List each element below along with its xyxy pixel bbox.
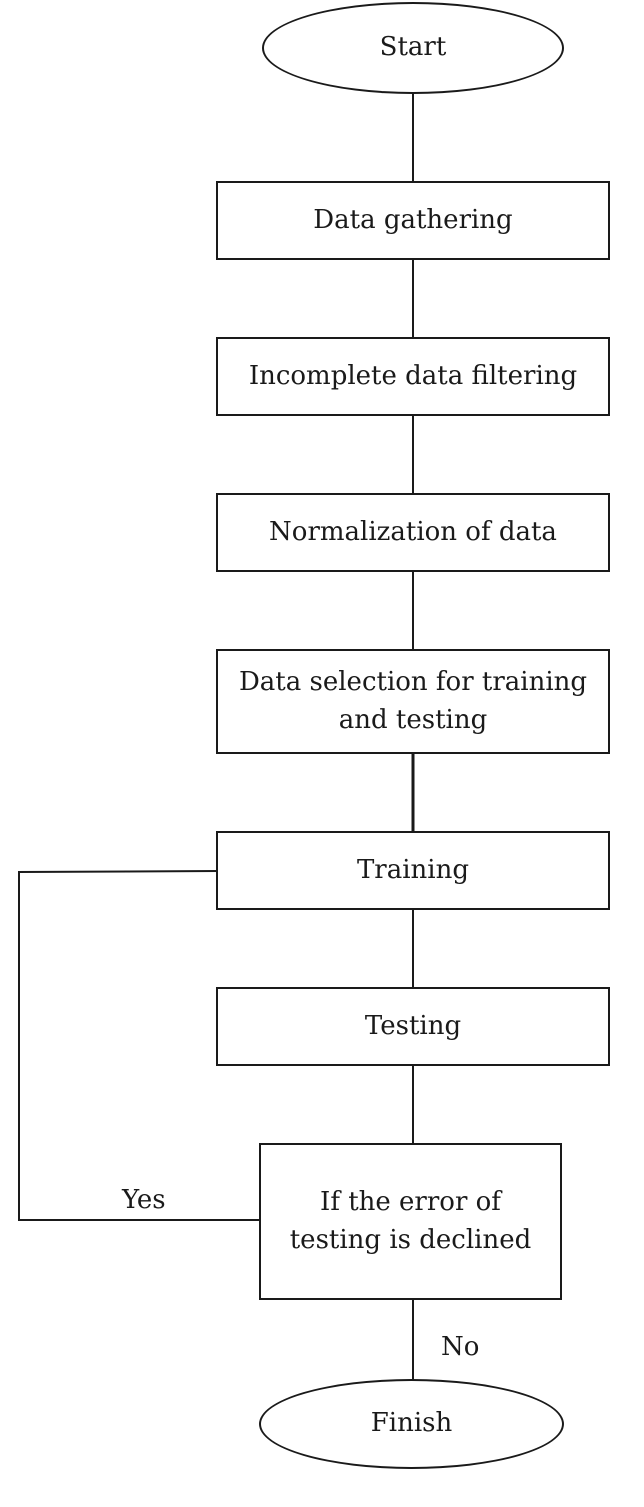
data-gathering-step: Data gathering (216, 181, 610, 260)
finish-label: Finish (370, 1408, 453, 1439)
error-decision-step: If the error of testing is declined (259, 1143, 562, 1300)
data-gathering-label: Data gathering (313, 204, 513, 235)
normalization-step: Normalization of data (216, 493, 610, 572)
start-label: Start (379, 32, 447, 63)
connector-yes-loop-back (18, 870, 260, 1221)
no-edge-label: No (441, 1332, 480, 1362)
training-step: Training (216, 831, 610, 910)
normalization-label: Normalization of data (269, 516, 557, 547)
finish-terminal: Finish (259, 1379, 564, 1469)
start-terminal: Start (262, 2, 564, 94)
training-label: Training (356, 854, 470, 885)
data-selection-step: Data selection for training and testing (216, 649, 610, 754)
incomplete-data-filtering-label: Incomplete data filtering (248, 360, 578, 391)
yes-edge-label: Yes (122, 1185, 166, 1215)
incomplete-data-filtering-step: Incomplete data filtering (216, 337, 610, 416)
data-selection-label: Data selection for training and testing (238, 666, 588, 735)
error-decision-label: If the error of testing is declined (289, 1186, 532, 1255)
testing-step: Testing (216, 987, 610, 1066)
testing-label: Testing (364, 1010, 462, 1041)
